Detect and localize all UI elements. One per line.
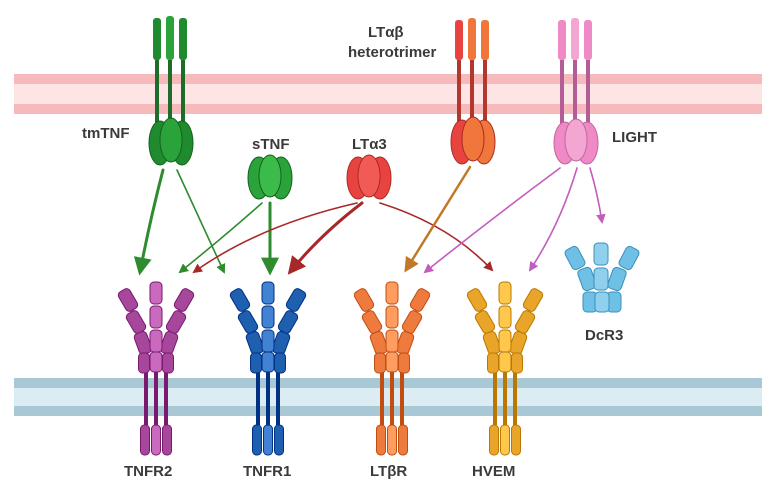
tmtnf-ligand (148, 16, 194, 166)
upper-membrane (14, 74, 762, 114)
arrow-lta3-tnfr1 (287, 201, 364, 275)
label-lta3: LTα3 (352, 136, 387, 153)
dcr3-receptor (564, 242, 640, 313)
receptors (117, 281, 544, 456)
stnf-ligand (247, 154, 293, 200)
arrow-tmtnf-tnfr1 (176, 169, 226, 274)
label-ltab-line2: heterotrimer (348, 44, 437, 61)
label-ltab-line1: LTαβ (368, 24, 404, 41)
ltbr-receptor (353, 281, 431, 456)
tnfr1-receptor (229, 281, 307, 456)
arrow-lta3-hvem (379, 202, 494, 272)
hvem-receptor (466, 281, 544, 456)
arrow-tmtnf-tnfr2 (133, 168, 165, 276)
label-tnfr2: TNFR2 (124, 463, 172, 480)
label-dcr3: DcR3 (585, 327, 623, 344)
ltab-heterotrimer-ligand (450, 18, 496, 165)
light-ligand (553, 18, 599, 165)
arrow-ltab-ltbr (404, 165, 472, 273)
arrow-stnf-tnfr2 (178, 202, 263, 274)
arrow-light-dcr3 (589, 167, 606, 224)
lower-membrane (14, 378, 762, 416)
arrow-light-ltbr (423, 167, 561, 274)
arrow-lta3-tnfr2 (192, 202, 358, 274)
label-light: LIGHT (612, 129, 657, 146)
binding-arrows (133, 165, 606, 276)
lta3-ligand (346, 154, 392, 200)
label-tmtnf: tmTNF (82, 125, 130, 142)
arrow-light-hvem (528, 167, 578, 272)
label-stnf: sTNF (252, 136, 290, 153)
label-tnfr1: TNFR1 (243, 463, 291, 480)
label-ltbr: LTβR (370, 463, 407, 480)
tnfr2-receptor (117, 281, 195, 456)
label-hvem: HVEM (472, 463, 515, 480)
